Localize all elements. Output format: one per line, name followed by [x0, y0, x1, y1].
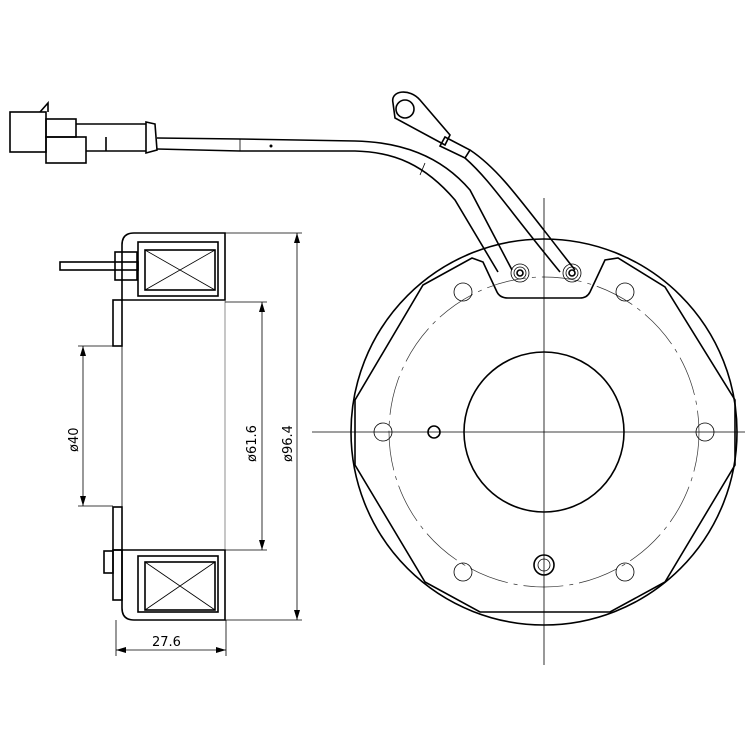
ring-terminal-lead [392, 91, 576, 273]
dimension-inner-diameter: ø61.6 [245, 425, 260, 462]
front-view [312, 198, 745, 665]
cable [156, 137, 513, 273]
dimension-lines [78, 232, 302, 656]
connector [9, 100, 158, 164]
dimension-outer-diameter: ø96.4 [281, 425, 296, 462]
dimension-bore-diameter: ø40 [67, 428, 82, 453]
side-section-view [59, 232, 226, 621]
dimension-width: 27.6 [152, 635, 181, 650]
